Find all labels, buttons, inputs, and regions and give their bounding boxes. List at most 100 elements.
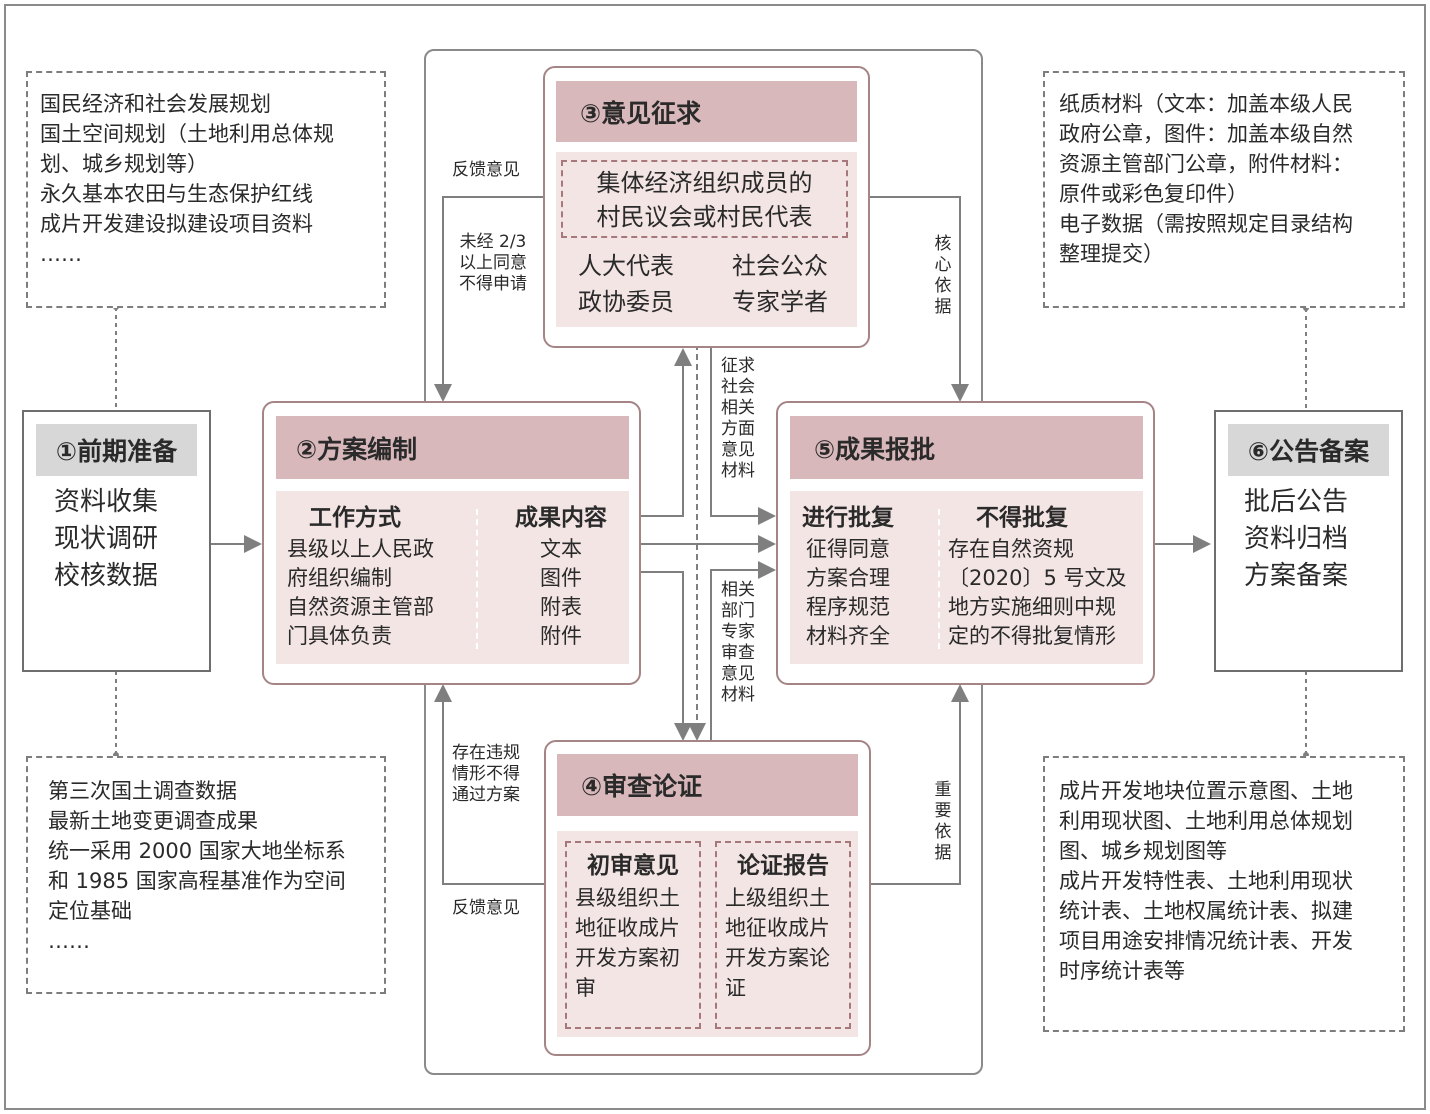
stage5-right-line: 存在自然资规 <box>948 537 1074 561</box>
stage2-content: 工作方式 县级以上人民政 府组织编制 自然资源主管部 门具体负责 成果内容 文本… <box>276 491 629 664</box>
note-line: 资源主管部门公章，附件材料： <box>1059 152 1353 176</box>
note-line: 时序统计表等 <box>1059 959 1185 983</box>
stage2-left-head: 工作方式 <box>309 505 401 531</box>
stage2-left-line: 门具体负责 <box>287 624 392 648</box>
note-line: 项目用途安排情况统计表、开发 <box>1059 929 1353 953</box>
stage4-box: ④审查论证 初审意见 县级组织土 地征收成片 开发方案初 审 论证报告 上级组织… <box>544 740 871 1056</box>
stage3-other: 政协委员 <box>578 288 674 316</box>
stage5-right-line: 〔2020〕5 号文及 <box>948 566 1127 590</box>
note-line: 划、城乡规划等） <box>40 152 208 176</box>
label-line: 不得申请 <box>459 274 527 294</box>
label-line: 以上同意 <box>459 253 527 273</box>
stage5-divider <box>938 509 940 649</box>
stage1-bottom-note: 第三次国土调查数据 最新土地变更调查成果 统一采用 2000 国家大地坐标系 和… <box>26 756 386 994</box>
stage5-left-head: 进行批复 <box>802 505 894 531</box>
stage4-right-head: 论证报告 <box>737 853 829 879</box>
stage4-left-group: 初审意见 县级组织土 地征收成片 开发方案初 审 <box>565 841 701 1029</box>
stage2-left-line: 县级以上人民政 <box>287 537 434 561</box>
stage5-title: ⑤成果报批 <box>790 416 1143 479</box>
label-violation: 存在违规 情形不得 通过方案 <box>452 743 532 806</box>
stage6-item: 批后公告 <box>1244 487 1349 517</box>
stage2-right-line: 附件 <box>540 624 582 648</box>
note-line: 成片开发建设拟建设项目资料 <box>40 212 313 236</box>
note-line: 国土空间规划（土地利用总体规 <box>40 122 334 146</box>
note-line: …… <box>48 929 90 953</box>
stage2-title: ②方案编制 <box>276 416 629 479</box>
note-line: …… <box>40 242 82 266</box>
label-line: 通过方案 <box>452 785 520 805</box>
note-line: 原件或彩色复印件） <box>1059 182 1248 206</box>
stage3-other: 社会公众 <box>732 252 828 280</box>
stage3-box: ③意见征求 集体经济组织成员的 村民议会或村民代表 人大代表 社会公众 政协委员… <box>543 66 870 348</box>
note-line: 和 1985 国家高程基准作为空间 <box>48 869 346 893</box>
stage6-item: 资料归档 <box>1244 524 1349 554</box>
stage5-left-line: 方案合理 <box>806 566 890 590</box>
stage4-left-line: 审 <box>575 976 596 1000</box>
stage6-top-note: 纸质材料（文本：加盖本级人民 政府公章，图件：加盖本级自然 资源主管部门公章，附… <box>1043 71 1405 308</box>
stage4-right-line: 上级组织土 <box>725 886 830 910</box>
label-line: 存在违规 <box>452 743 520 763</box>
stage2-right-line: 文本 <box>540 537 582 561</box>
stage4-right-group: 论证报告 上级组织土 地征收成片 开发方案论 证 <box>715 841 851 1029</box>
label-line: 未经 2/3 <box>459 232 527 252</box>
stage5-left-line: 征得同意 <box>806 537 890 561</box>
stage1-item: 现状调研 <box>54 524 159 554</box>
stage6-item: 方案备案 <box>1244 561 1349 591</box>
stage5-left-line: 程序规范 <box>806 595 890 619</box>
stage2-right-line: 图件 <box>540 566 582 590</box>
note-line: 最新土地变更调查成果 <box>48 809 258 833</box>
label-feedback-bottom: 反馈意见 <box>452 898 520 918</box>
stage2-left-line: 府组织编制 <box>287 566 392 590</box>
stage3-other: 人大代表 <box>578 252 674 280</box>
stage5-right-head: 不得批复 <box>976 505 1068 531</box>
stage5-box: ⑤成果报批 进行批复 征得同意 方案合理 程序规范 材料齐全 不得批复 存在自然… <box>776 401 1155 685</box>
note-line: 成片开发地块位置示意图、土地 <box>1059 779 1353 803</box>
stage5-content: 进行批复 征得同意 方案合理 程序规范 材料齐全 不得批复 存在自然资规 〔20… <box>790 491 1143 664</box>
stage5-right-line: 定的不得批复情形 <box>948 624 1116 648</box>
note-line: 国民经济和社会发展规划 <box>40 92 271 116</box>
label-expert: 相关部门专家审查意见材料 <box>721 580 755 705</box>
stage4-right-line: 证 <box>725 976 746 1000</box>
stage3-other: 专家学者 <box>732 288 828 316</box>
label-important-basis: 重要依据 <box>934 780 952 863</box>
note-line: 整理提交） <box>1059 242 1164 266</box>
stage2-right-line: 附表 <box>540 595 582 619</box>
stage3-core-group: 集体经济组织成员的 村民议会或村民代表 <box>561 160 848 238</box>
note-line: 电子数据（需按照规定目录结构 <box>1059 212 1353 236</box>
stage2-right-head: 成果内容 <box>515 505 607 531</box>
stage4-left-line: 县级组织土 <box>575 886 680 910</box>
note-line: 统计表、土地权属统计表、拟建 <box>1059 899 1353 923</box>
stage2-left-line: 自然资源主管部 <box>287 595 434 619</box>
stage4-title: ④审查论证 <box>557 754 858 816</box>
label-feedback-top: 反馈意见 <box>452 160 520 180</box>
stage4-left-line: 开发方案初 <box>575 946 680 970</box>
note-line: 图、城乡规划图等 <box>1059 839 1227 863</box>
stage2-box: ②方案编制 工作方式 县级以上人民政 府组织编制 自然资源主管部 门具体负责 成… <box>262 401 641 685</box>
stage1-item: 校核数据 <box>54 561 159 591</box>
stage1-title: ①前期准备 <box>36 424 197 476</box>
stage5-left-line: 材料齐全 <box>806 624 890 648</box>
stage6-bottom-note: 成片开发地块位置示意图、土地 利用现状图、土地利用总体规划 图、城乡规划图等 成… <box>1043 756 1405 1032</box>
stage1-box: ①前期准备 资料收集 现状调研 校核数据 <box>22 410 211 672</box>
stage3-content: 集体经济组织成员的 村民议会或村民代表 人大代表 社会公众 政协委员 专家学者 <box>556 152 857 327</box>
stage5-right-line: 地方实施细则中规 <box>948 595 1116 619</box>
label-solicit: 征求社会相关方面意见材料 <box>721 356 755 481</box>
label-not-agree: 未经 2/3 以上同意 不得申请 <box>452 232 534 295</box>
note-line: 定位基础 <box>48 899 132 923</box>
stage3-title: ③意见征求 <box>556 81 857 142</box>
stage3-core-line: 集体经济组织成员的 <box>596 169 813 197</box>
outer-frame <box>4 4 1426 1110</box>
stage4-right-line: 地征收成片 <box>725 916 830 940</box>
stage3-core-line: 村民议会或村民代表 <box>596 203 813 231</box>
note-line: 统一采用 2000 国家大地坐标系 <box>48 839 346 863</box>
note-line: 利用现状图、土地利用总体规划 <box>1059 809 1353 833</box>
note-line: 成片开发特性表、土地利用现状 <box>1059 869 1353 893</box>
note-line: 永久基本农田与生态保护红线 <box>40 182 313 206</box>
stage4-left-line: 地征收成片 <box>575 916 680 940</box>
note-line: 纸质材料（文本：加盖本级人民 <box>1059 92 1353 116</box>
note-line: 政府公章，图件：加盖本级自然 <box>1059 122 1353 146</box>
label-core-basis: 核心依据 <box>934 234 952 317</box>
label-line: 情形不得 <box>452 764 520 784</box>
stage1-top-note: 国民经济和社会发展规划 国土空间规划（土地利用总体规 划、城乡规划等） 永久基本… <box>26 71 386 308</box>
